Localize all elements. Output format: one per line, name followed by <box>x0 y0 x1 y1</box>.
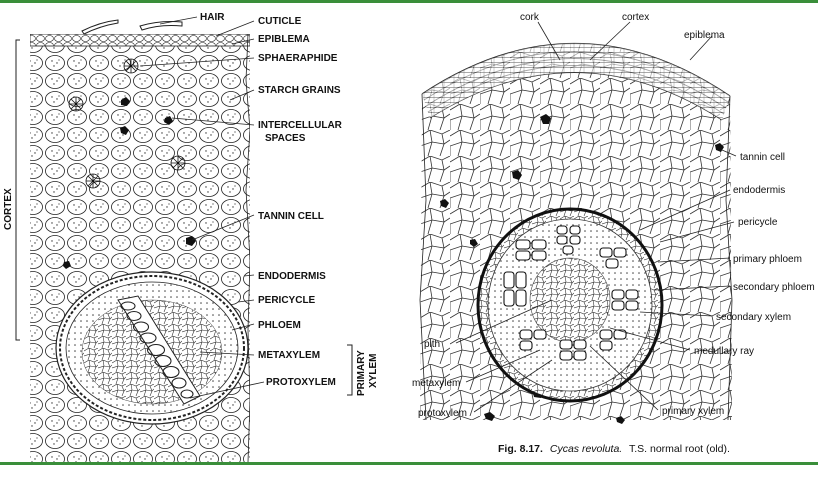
caption-fig-number: Fig. 8.17. <box>498 443 543 455</box>
label-xylem: XYLEM <box>368 354 379 388</box>
label-endodermis-left: ENDODERMIS <box>258 271 326 282</box>
label-spaces: SPACES <box>265 133 306 144</box>
caption-description: T.S. normal root (old). <box>629 443 730 455</box>
label-secondary-xylem: secondary xylem <box>716 312 791 323</box>
cortex-bracket <box>16 40 20 340</box>
label-cortex-left: CORTEX <box>3 188 14 230</box>
label-medullary-ray: medullary ray <box>694 346 754 357</box>
label-metaxylem-right: metaxylem <box>412 378 460 389</box>
label-intercellular: INTERCELLULAR <box>258 120 343 131</box>
label-protoxylem-right: protoxylem <box>418 408 467 419</box>
left-root-section <box>30 34 250 466</box>
label-metaxylem-left: METAXYLEM <box>258 350 320 361</box>
label-tannin-cell-right: tannin cell <box>740 152 785 163</box>
label-cork: cork <box>520 12 540 23</box>
label-hair: HAIR <box>200 12 225 23</box>
label-tannin-cell-left: TANNIN CELL <box>258 211 324 222</box>
label-starch-grains: STARCH GRAINS <box>258 85 341 96</box>
label-pith: pith <box>424 339 440 350</box>
primary-xylem-bracket <box>347 345 352 395</box>
label-sphaeraphide: SPHAERAPHIDE <box>258 53 338 64</box>
label-endodermis-right: endodermis <box>733 185 785 196</box>
left-stele <box>56 272 248 424</box>
label-epiblema-right: epiblema <box>684 30 725 41</box>
label-cuticle: CUTICLE <box>258 16 302 27</box>
caption-species: Cycas revoluta. <box>550 443 622 455</box>
label-protoxylem-left: PROTOXYLEM <box>266 377 336 388</box>
label-pericycle-left: PERICYCLE <box>258 295 316 306</box>
right-root-section <box>420 43 732 424</box>
label-primary-xylem: primary xylem <box>662 406 724 417</box>
left-hairs <box>82 20 182 34</box>
figure-caption: Fig. 8.17. Cycas revoluta. T.S. normal r… <box>498 443 730 455</box>
label-cortex-right: cortex <box>622 12 649 23</box>
label-secondary-phloem: secondary phloem <box>733 282 815 293</box>
label-primary-phloem: primary phloem <box>733 254 802 265</box>
label-primary: PRIMARY <box>356 350 367 396</box>
label-epiblema: EPIBLEMA <box>258 34 310 45</box>
label-phloem-left: PHLOEM <box>258 320 301 331</box>
label-pericycle-right: pericycle <box>738 217 778 228</box>
right-stele <box>478 209 662 401</box>
